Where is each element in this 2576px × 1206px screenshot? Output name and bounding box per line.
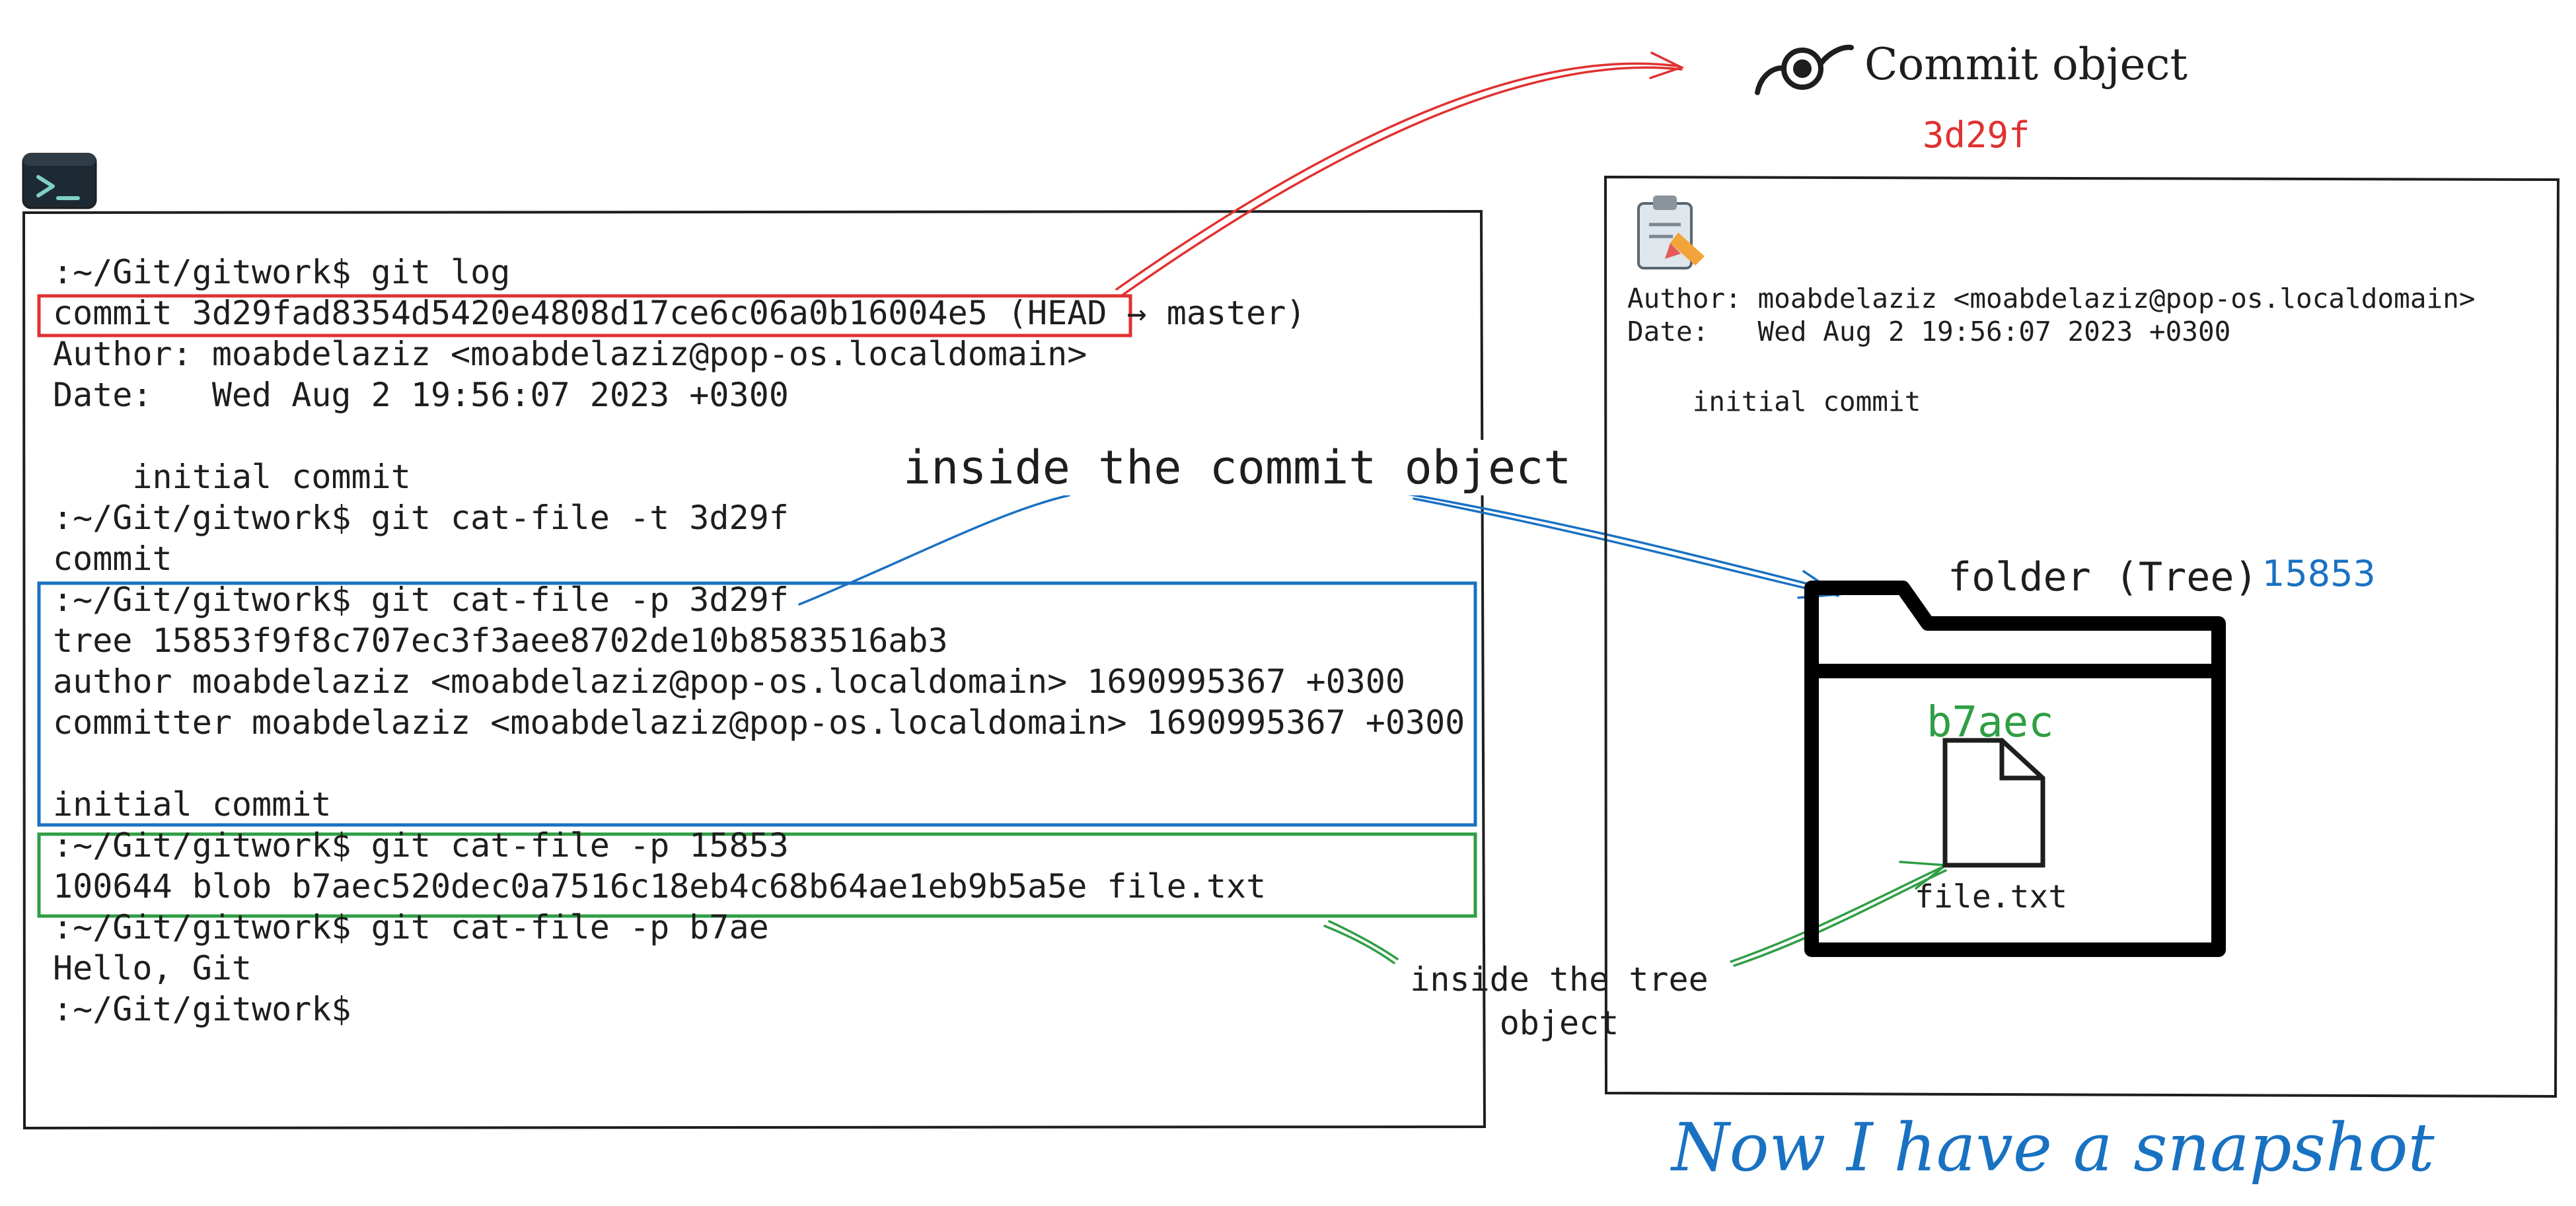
terminal-line: Hello, Git (53, 949, 252, 987)
commit-card-author: Author: moabdelaziz <moabdelaziz@pop-os.… (1627, 283, 2476, 314)
commit-line-highlight (37, 294, 1132, 337)
terminal-line: committer moabdelaziz <moabdelaziz@pop-o… (53, 703, 1465, 742)
terminal-line: initial commit (53, 785, 332, 824)
commit-card-message: initial commit (1627, 386, 1921, 417)
terminal-line: initial commit (53, 458, 411, 496)
clipboard-icon (1637, 195, 1705, 269)
tree-hash-label: 15853 (2262, 553, 2376, 594)
terminal-line: Date: Wed Aug 2 19:56:07 2023 +0300 (53, 376, 789, 414)
file-name-label: file.txt (1915, 878, 2068, 915)
folder-tree-label: folder (Tree) (1948, 554, 2258, 600)
terminal-line: :~/Git/gitwork$ git cat-file -p 3d29f (53, 581, 789, 619)
commit-card-date: Date: Wed Aug 2 19:56:07 2023 +0300 (1627, 316, 2231, 347)
terminal-line: commit 3d29fad8354d5420e4808d17ce6c06a0b… (53, 294, 1306, 332)
inside-tree-label-line2: object (1499, 1004, 1619, 1042)
commit-hash-label: 3d29f (1923, 114, 2030, 156)
commit-object-logo-icon (1755, 44, 1854, 95)
terminal-line: commit (53, 540, 172, 578)
terminal-line: :~/Git/gitwork$ git log (53, 253, 511, 291)
inside-tree-label-line1: inside the tree (1410, 960, 1709, 999)
file-icon (1942, 738, 2045, 868)
tree-content-highlight (37, 832, 1477, 918)
terminal-line: Author: moabdelaziz <moabdelaziz@pop-os.… (53, 335, 1087, 373)
commit-object-title: Commit object (1864, 39, 2188, 90)
inside-tree-label: inside the tree object (1361, 958, 1757, 1045)
commit-arrow (1115, 52, 1685, 296)
commit-content-highlight (37, 581, 1477, 827)
commit-inside-arrow (798, 494, 1070, 606)
terminal-line: 100644 blob b7aec520dec0a7516c18eb4c68b6… (53, 867, 1267, 905)
terminal-line: :~/Git/gitwork$ git cat-file -p 15853 (53, 826, 789, 865)
inside-commit-label: inside the commit object (895, 440, 1580, 495)
terminal-line: :~/Git/gitwork$ (53, 990, 351, 1028)
folder-icon (1804, 581, 2226, 957)
terminal-line: :~/Git/gitwork$ git cat-file -t 3d29f (53, 499, 789, 537)
commit-card-frame (1603, 175, 2560, 1098)
blob-hash-label: b7aec (1927, 698, 2054, 747)
terminal-frame (22, 209, 1487, 1130)
snapshot-caption: Now I have a snapshot (1672, 1109, 2435, 1186)
terminal-icon (22, 153, 97, 209)
terminal-line: :~/Git/gitwork$ git cat-file -p b7ae (53, 908, 769, 946)
terminal-line: author moabdelaziz <moabdelaziz@pop-os.l… (53, 662, 1405, 701)
terminal-line: tree 15853f9f8c707ec3f3aee8702de10b85835… (53, 621, 948, 660)
